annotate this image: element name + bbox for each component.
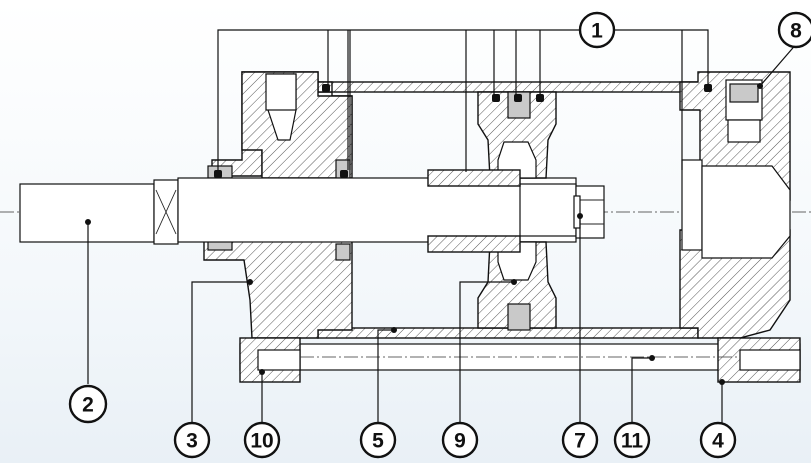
svg-text:9: 9 xyxy=(454,430,466,453)
piston-rod xyxy=(19,177,577,245)
svg-text:5: 5 xyxy=(372,430,384,453)
callout-8: 8 xyxy=(777,11,811,49)
rod-nut xyxy=(573,185,605,239)
piston xyxy=(427,91,557,331)
callout-2: 2 xyxy=(68,384,108,424)
callout-3: 3 xyxy=(173,421,211,459)
rear-cover xyxy=(679,71,791,339)
callout-1: 1 xyxy=(578,11,616,49)
callout-4: 4 xyxy=(699,421,737,459)
callout-10: 10 xyxy=(243,421,281,459)
svg-text:1: 1 xyxy=(591,20,603,43)
callout-7: 7 xyxy=(561,421,599,459)
tie-rods xyxy=(239,337,801,383)
svg-text:8: 8 xyxy=(790,20,802,43)
callout-5: 5 xyxy=(359,421,397,459)
svg-text:10: 10 xyxy=(250,430,273,453)
svg-text:3: 3 xyxy=(186,430,198,453)
leader-lines xyxy=(87,29,799,430)
svg-text:11: 11 xyxy=(621,430,644,453)
svg-text:4: 4 xyxy=(712,430,724,453)
callout-11: 11 xyxy=(613,421,651,459)
leader-dots xyxy=(85,83,763,385)
callout-9: 9 xyxy=(441,421,479,459)
seals xyxy=(214,84,712,178)
svg-text:7: 7 xyxy=(574,430,586,453)
svg-text:2: 2 xyxy=(82,394,94,417)
